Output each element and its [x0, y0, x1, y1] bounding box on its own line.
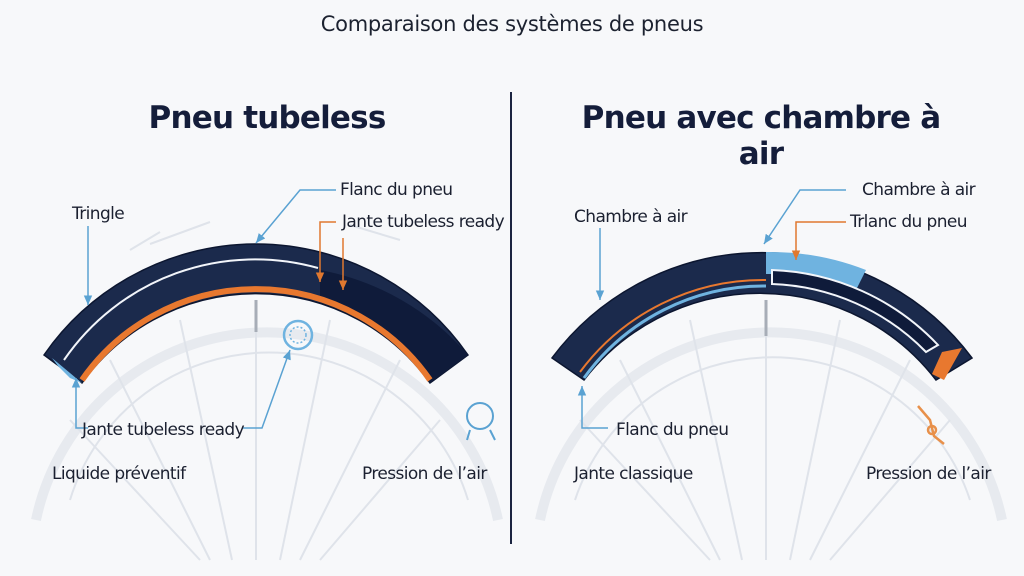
- label-trlanc-du-pneu: Trlanc du pneu: [850, 212, 968, 232]
- wheel-background-right: [535, 300, 1007, 561]
- tubeless-tire-body: [42, 243, 470, 385]
- tube-tire-body: [550, 251, 974, 382]
- tube-bead-orange: [932, 348, 962, 380]
- tubeless-leaders: [71, 189, 348, 429]
- label-pression-right: Pression de l’air: [866, 464, 991, 484]
- tube-rim-orange: [579, 278, 767, 373]
- page-title: Comparaison des systèmes de pneus: [320, 12, 704, 36]
- tubeless-panel-title: Pneu tubeless: [148, 100, 387, 136]
- tubeless-bead-blue: [52, 358, 82, 383]
- label-jante-tubeless-top: Jante tubeless ready: [342, 212, 505, 232]
- tube-leaders: [577, 189, 846, 429]
- tubeless-inner-line: [63, 258, 319, 361]
- tube-rim-blue: [582, 284, 767, 379]
- label-pression-left: Pression de l’air: [362, 464, 487, 484]
- label-flanc-du-pneu: Flanc du pneu: [340, 180, 453, 200]
- tube-wheel: [535, 251, 1007, 561]
- sealant-ring-icon: [282, 319, 314, 351]
- wheel-background: [31, 221, 503, 561]
- tube-valve-icon: [917, 405, 945, 445]
- label-jante-tubeless-bottom: Jante tubeless ready: [82, 420, 245, 440]
- air-pressure-icon: [466, 402, 496, 441]
- inner-tube: [771, 268, 940, 354]
- label-jante-classique: Jante classique: [574, 464, 693, 484]
- tube-sidewall-blue: [766, 251, 866, 290]
- label-chambre-a-air-left: Chambre à air: [574, 207, 688, 227]
- panel-divider: [510, 92, 512, 544]
- tubeless-tire-shade: [320, 270, 468, 383]
- label-flanc-du-pneu-right: Flanc du pneu: [616, 420, 729, 440]
- tube-panel-title: Pneu avec chambre à air: [581, 100, 941, 172]
- tubeless-wheel: [31, 221, 503, 561]
- tubeless-rim-strip: [79, 286, 433, 382]
- label-chambre-a-air-top: Chambre à air: [862, 180, 976, 200]
- label-tringle: Tringle: [72, 204, 125, 224]
- label-liquide-preventif: Liquide préventif: [52, 464, 186, 484]
